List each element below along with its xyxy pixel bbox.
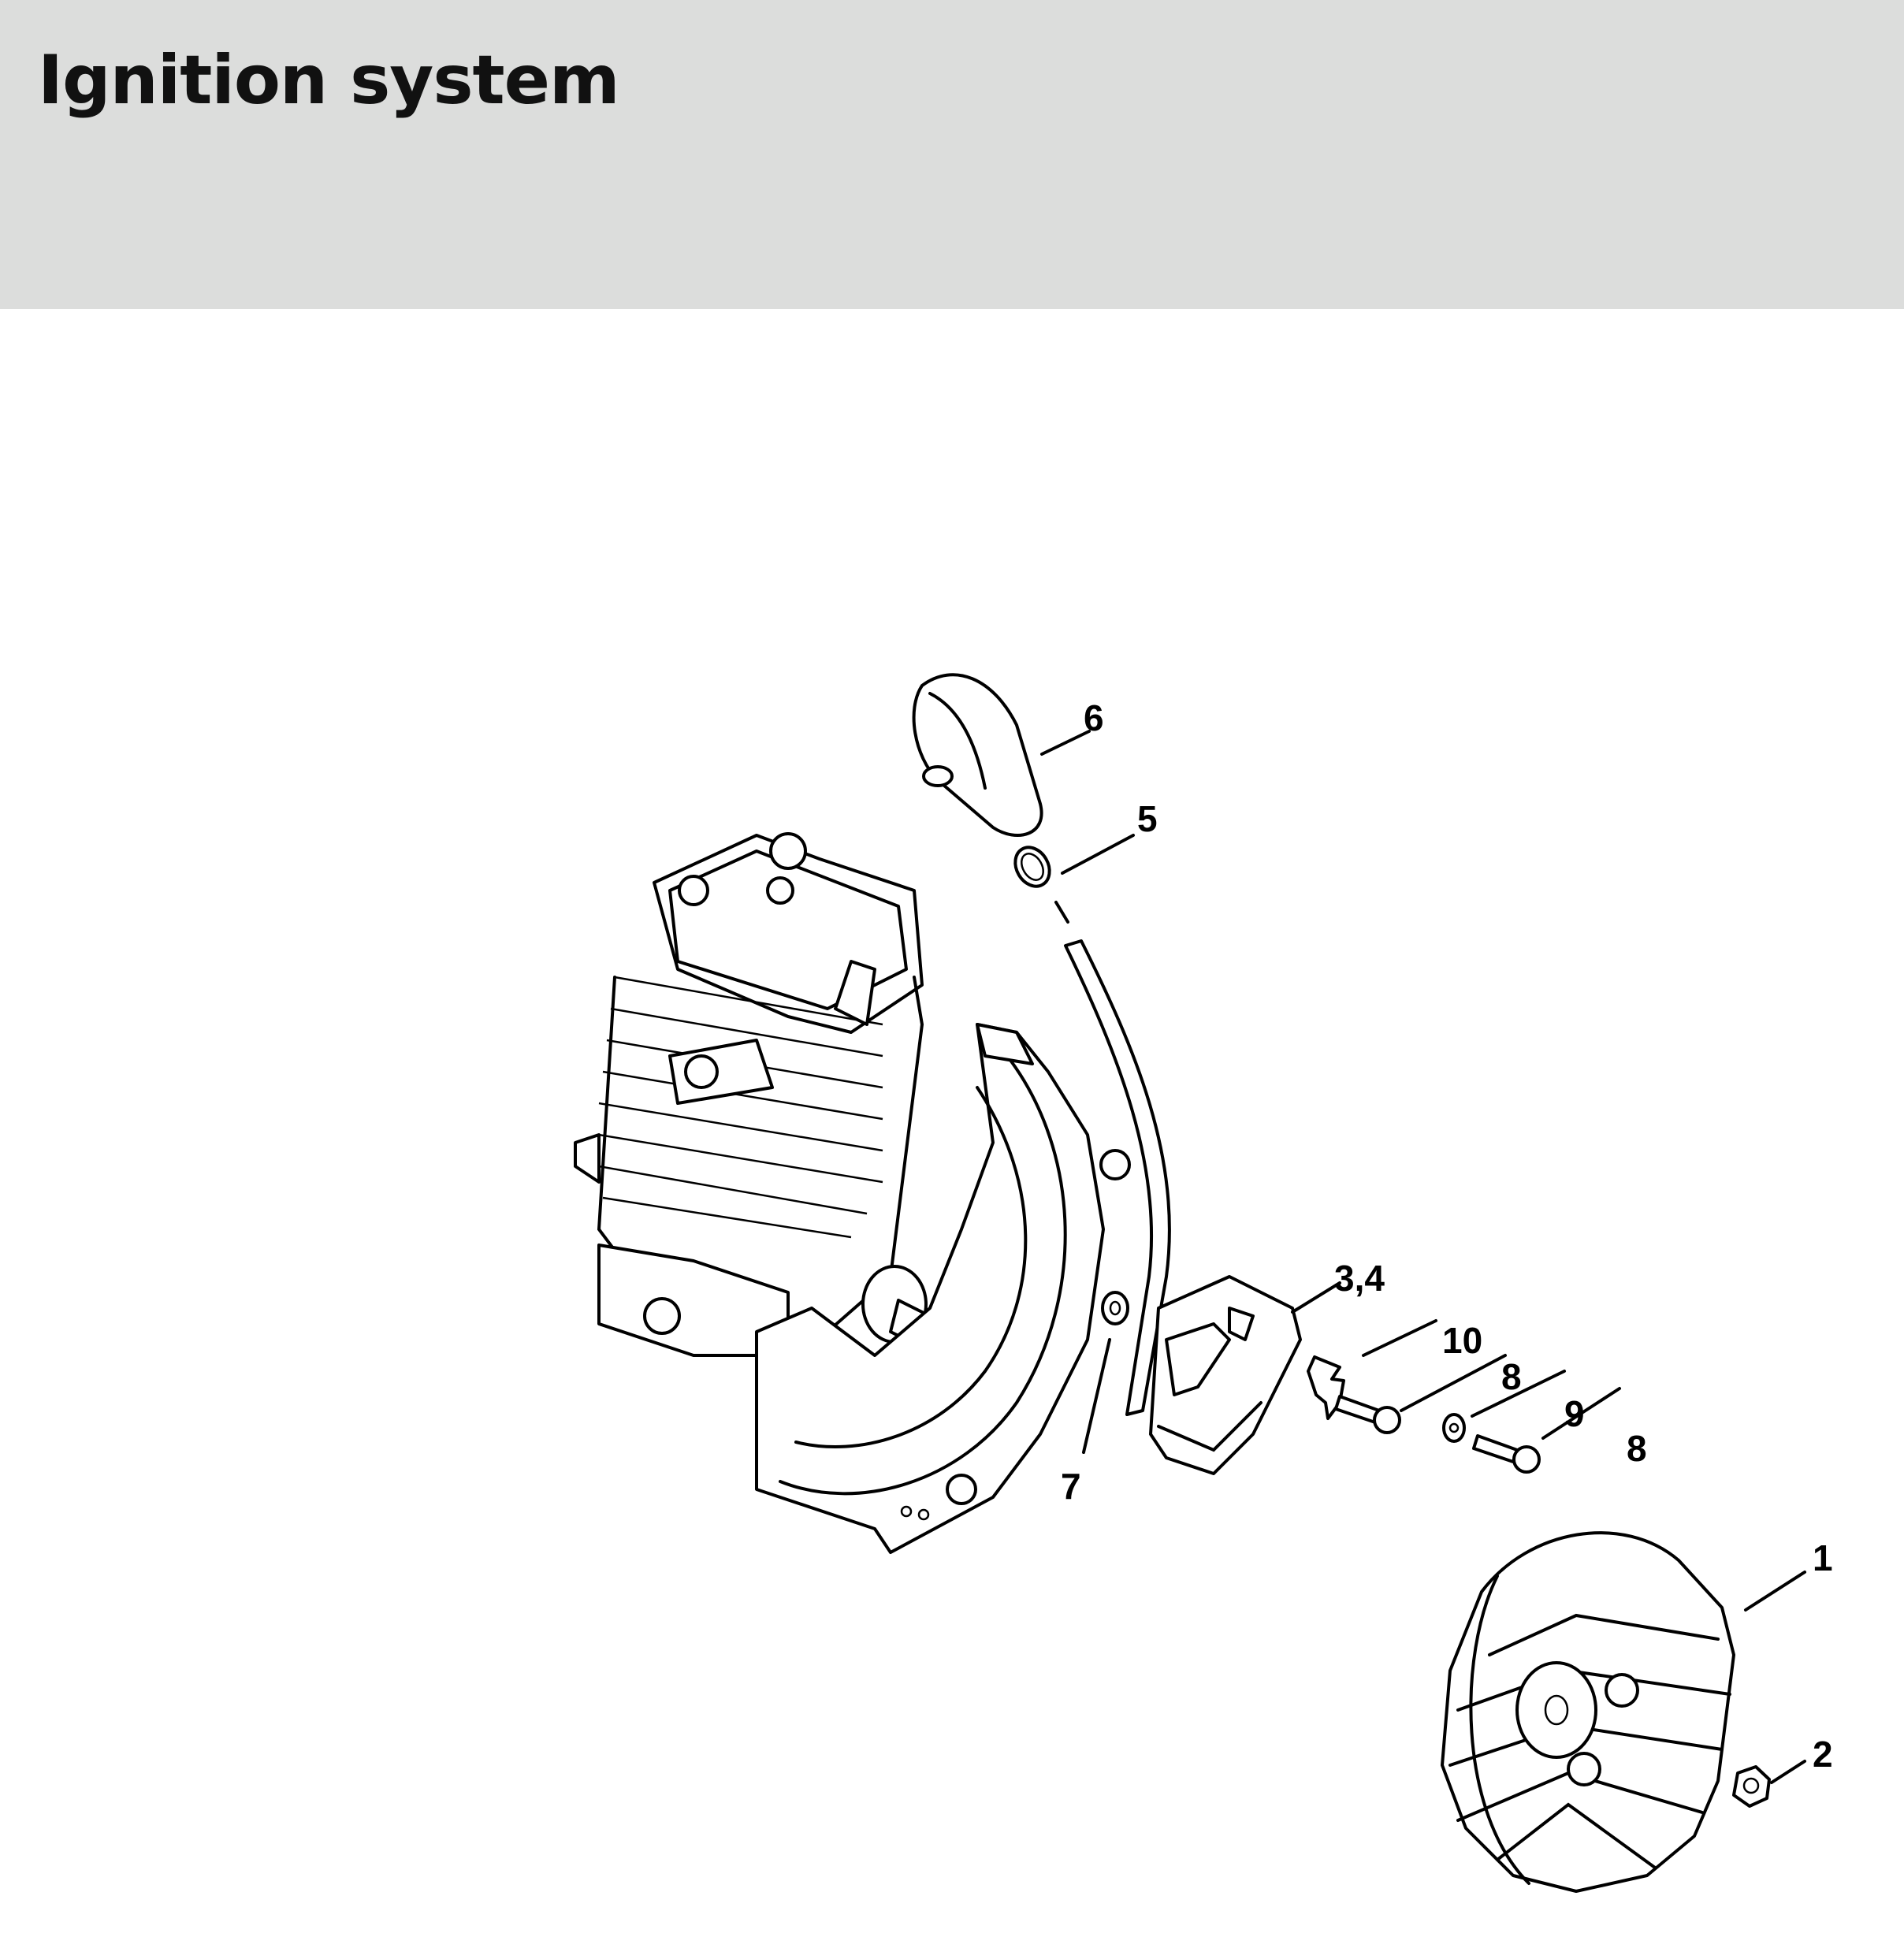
callout-8b[interactable]: 8 <box>1627 1428 1647 1469</box>
callout-7[interactable]: 7 <box>1061 1466 1081 1507</box>
spring <box>1013 846 1069 924</box>
bracket-10 <box>1307 1355 1345 1420</box>
ignition-module <box>1149 1275 1302 1475</box>
flywheel <box>1441 1531 1735 1893</box>
page-title: Ignition system <box>38 41 620 120</box>
screw-8b <box>1472 1434 1541 1474</box>
callout-8a[interactable]: 8 <box>1501 1356 1522 1397</box>
callout-10[interactable]: 10 <box>1442 1320 1482 1361</box>
nut <box>1732 1765 1771 1808</box>
leader-lines <box>1040 730 1806 1784</box>
callout-2[interactable]: 2 <box>1813 1734 1833 1775</box>
callout-3-4[interactable]: 3,4 <box>1334 1258 1385 1299</box>
fan-housing <box>755 1023 1131 1554</box>
callout-6[interactable]: 6 <box>1084 697 1104 738</box>
ignition-lead <box>1064 939 1171 1416</box>
washer-7 <box>1101 1291 1129 1325</box>
header-band: Ignition system <box>0 0 1904 309</box>
callout-5[interactable]: 5 <box>1137 798 1158 839</box>
spark-plug-boot <box>912 673 1043 837</box>
washer-9 <box>1442 1413 1466 1443</box>
callout-9[interactable]: 9 <box>1564 1393 1585 1434</box>
screw-8a <box>1334 1395 1401 1434</box>
engine-cylinder <box>574 832 963 1365</box>
callout-1[interactable]: 1 <box>1813 1537 1833 1578</box>
